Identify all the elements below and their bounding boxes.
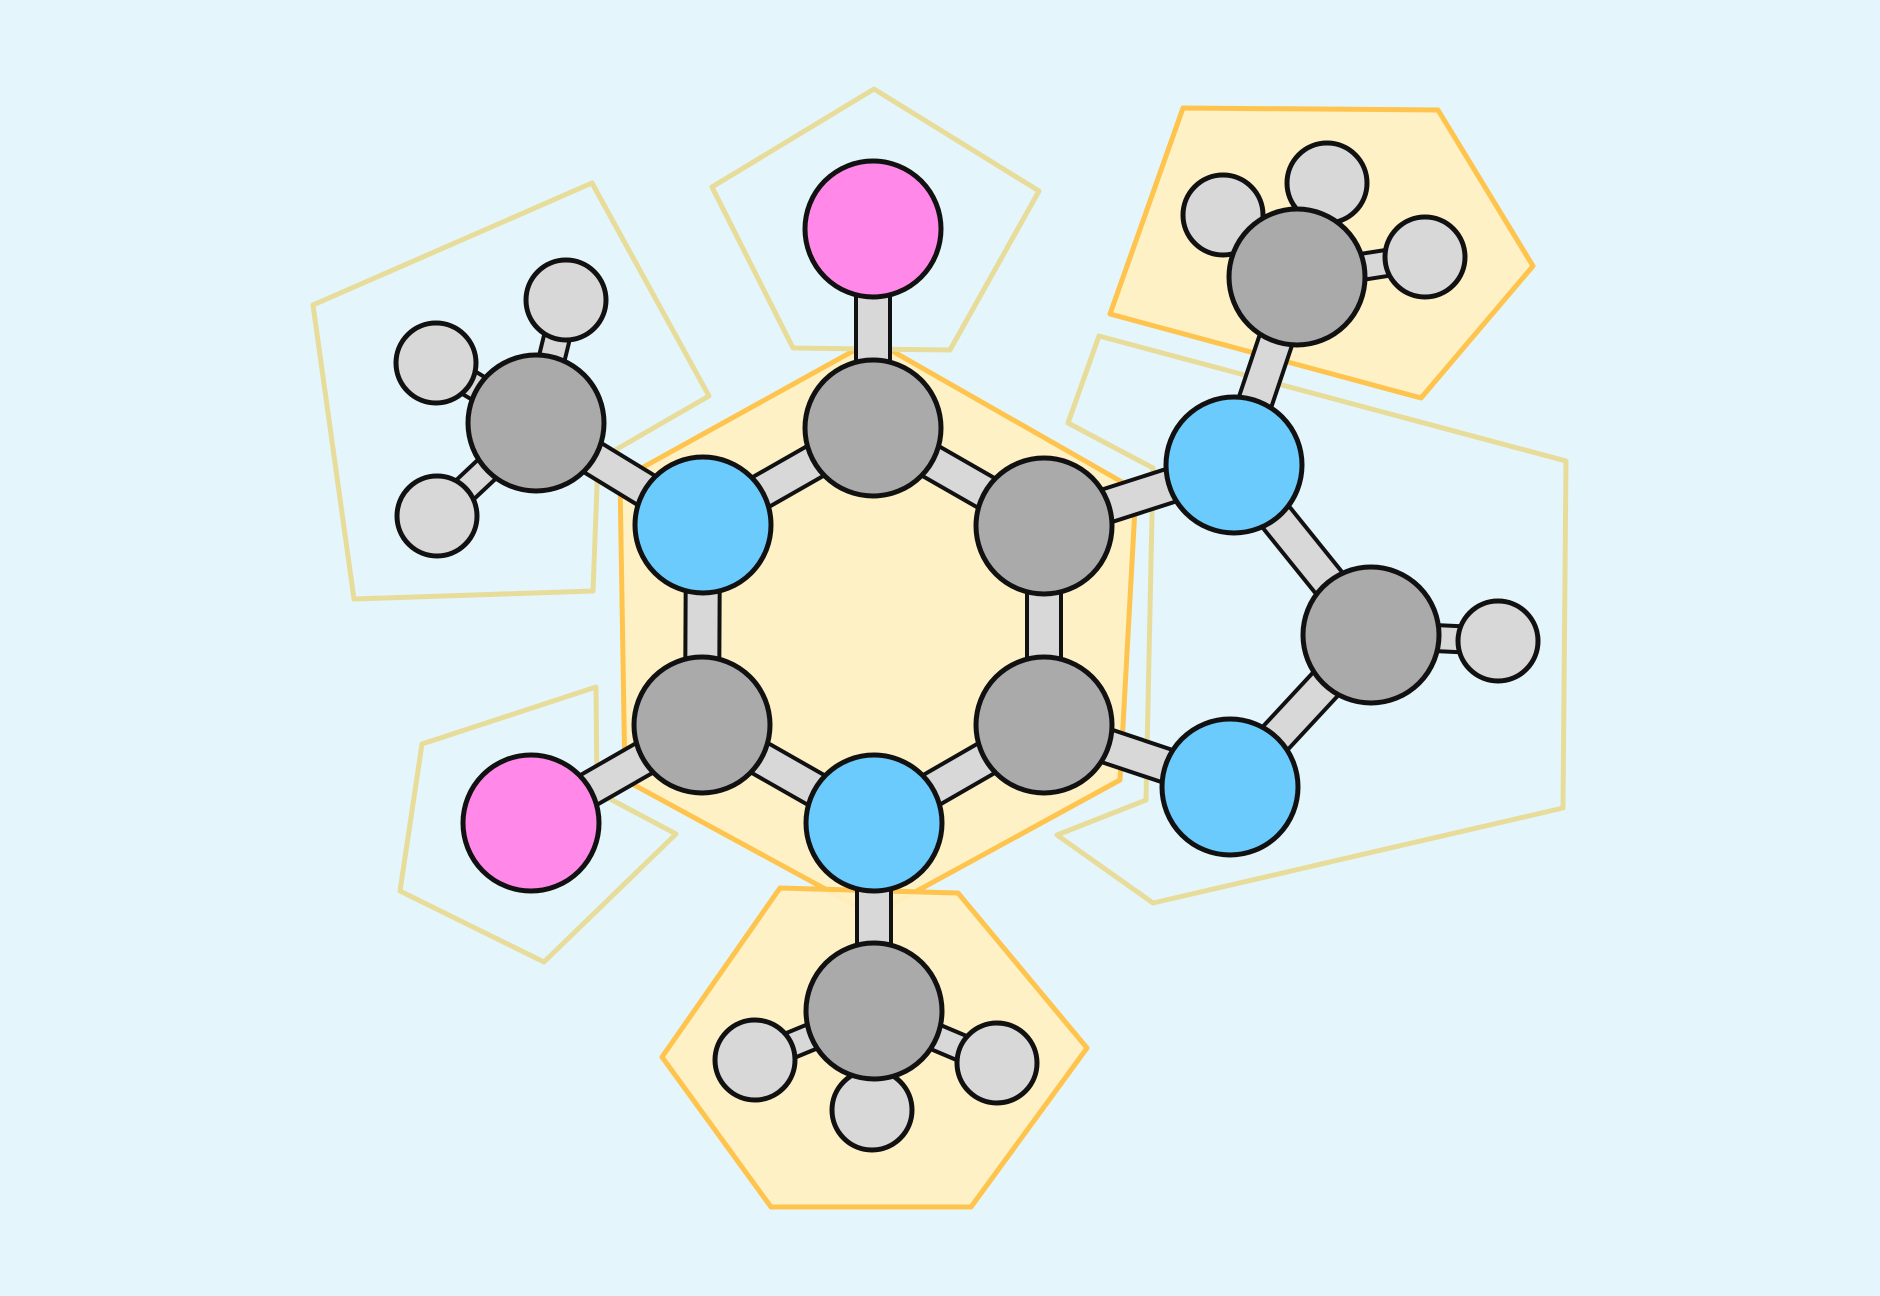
hydrogen-atom-h9: [829, 1067, 915, 1153]
oxygen-atom-o2: [460, 752, 602, 894]
carbon-atom-c5: [1300, 564, 1442, 706]
hydrogen-atom-h1: [523, 257, 609, 343]
hydrogen-atom-h2: [393, 320, 479, 406]
hydrogen-atom-h3: [394, 473, 480, 559]
hydrogen-atom-h10: [954, 1020, 1040, 1106]
nitrogen-atom-n4: [1159, 716, 1301, 858]
carbon-atom-cm2: [1226, 206, 1368, 348]
hydrogen-atom-h8: [712, 1017, 798, 1103]
carbon-atom-cm1: [465, 352, 607, 494]
nitrogen-atom-n3: [803, 752, 945, 894]
carbon-atom-cm3: [803, 940, 945, 1082]
oxygen-top-outline: [709, 86, 1042, 353]
carbon-atom-c3: [631, 654, 773, 796]
oxygen-atom-o1: [802, 158, 944, 300]
carbon-atom-c4: [973, 654, 1115, 796]
hydrogen-atom-h6: [1382, 214, 1468, 300]
carbon-atom-c2: [973, 455, 1115, 597]
imidazole-outline: [1054, 333, 1569, 906]
atoms: [393, 140, 1541, 1153]
hydrogen-atom-h7: [1455, 598, 1541, 684]
oxygen-left-outline: [397, 684, 679, 965]
carbon-atom-c1: [802, 357, 944, 499]
nitrogen-atom-n1: [632, 454, 774, 596]
nitrogen-atom-n2: [1163, 394, 1305, 536]
